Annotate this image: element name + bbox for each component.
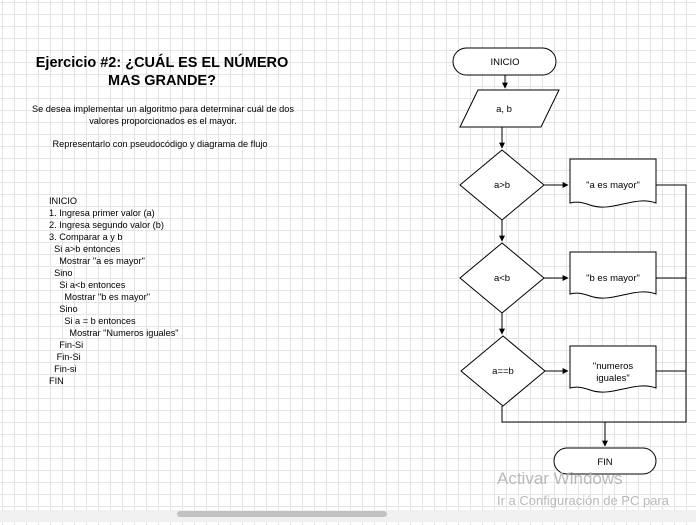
pseudocode-line: Mostrar "b es mayor": [49, 292, 150, 302]
exercise-title-line2: MAS GRANDE?: [108, 73, 216, 89]
flow-start-terminal: INICIO: [452, 47, 557, 76]
pseudocode-line: Si a<b entonces: [49, 280, 126, 290]
flowchart-connectors: [499, 75, 687, 447]
flow-decision-1: a>b: [459, 149, 545, 221]
flow-end-terminal: FIN: [553, 447, 657, 475]
connector-cond3-merge: [501, 406, 605, 423]
flow-decision-1-label: a>b: [494, 180, 510, 191]
flow-decision-3-label: a==b: [492, 366, 514, 377]
pseudocode-line: Si a = b entonces: [49, 316, 136, 326]
pseudocode-line: Fin-si: [49, 364, 77, 374]
flow-output-1-label: "a es mayor": [586, 180, 640, 191]
pseudocode-line: 1. Ingresa primer valor (a): [49, 208, 155, 218]
exercise-description-line2: valores proporcionados es el mayor.: [89, 116, 237, 126]
connector-out1-merge: [605, 184, 687, 423]
pseudocode-block: INICIO 1. Ingresa primer valor (a) 2. In…: [49, 195, 179, 387]
watermark-line2: Ir a Configuración de PC para: [497, 493, 669, 508]
exercise-description-line1: Se desea implementar un algoritmo para d…: [32, 104, 294, 114]
flow-output-3-label-line1: "numeros: [593, 361, 634, 372]
flow-decision-3: a==b: [460, 335, 546, 407]
pseudocode-line: Fin-Si: [49, 340, 84, 350]
exercise-title-line1: Ejercicio #2: ¿CUÁL ES EL NÚMERO: [35, 55, 289, 71]
flow-start-label: INICIO: [490, 57, 519, 68]
pseudocode-line: Mostrar "a es mayor": [49, 256, 145, 266]
pseudocode-line: Sino: [49, 268, 73, 278]
pseudocode-line: INICIO: [49, 196, 78, 206]
pseudocode-line: 3. Comparar a y b: [49, 232, 123, 242]
flow-output-2-document: "b es mayor": [569, 251, 657, 299]
horizontal-scrollbar-thumb[interactable]: [177, 511, 387, 517]
exercise-title: Ejercicio #2: ¿CUÁL ES EL NÚMERO MAS GRA…: [22, 54, 302, 90]
pseudocode-line: Sino: [49, 304, 78, 314]
pseudocode-line: 2. Ingresa segundo valor (b): [49, 220, 164, 230]
flow-output-3-label-line2: iguales": [596, 373, 629, 384]
flow-output-1-document: "a es mayor": [569, 158, 657, 208]
exercise-instruction: Representarlo con pseudocódigo y diagram…: [52, 139, 268, 149]
flow-decision-2-label: a<b: [494, 273, 510, 284]
flow-output-2-label: "b es mayor": [586, 273, 640, 284]
flow-output-3-document: "numeros iguales": [569, 345, 657, 393]
flow-input-parallelogram: a, b: [459, 89, 560, 128]
exercise-description: Se desea implementar un algoritmo para d…: [8, 103, 318, 127]
flow-decision-2: a<b: [459, 242, 545, 314]
pseudocode-line: FIN: [49, 376, 64, 386]
pseudocode-line: Fin-Si: [49, 352, 81, 362]
pseudocode-line: Si a>b entonces: [49, 244, 121, 254]
pseudocode-line: Mostrar "Numeros iguales": [49, 328, 179, 338]
watermark-line1: Activar Windows: [497, 469, 623, 488]
flow-end-label: FIN: [597, 457, 612, 468]
flow-input-label: a, b: [496, 104, 512, 115]
